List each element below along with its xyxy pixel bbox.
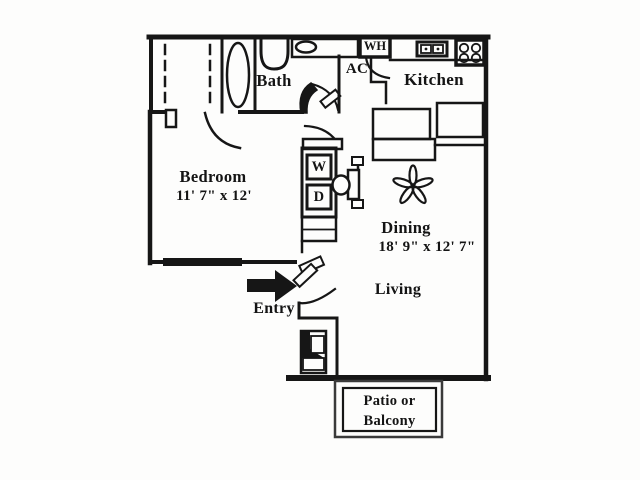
sink-drain xyxy=(436,47,440,51)
bath-label: Bath xyxy=(256,71,292,90)
dining-dimensions: 18' 9" x 12' 7" xyxy=(378,239,476,255)
kitchen-bar-counter-lower xyxy=(371,137,437,162)
bath-sink-icon xyxy=(294,40,318,54)
bedroom-door-arc xyxy=(203,111,242,150)
toilet-icon xyxy=(331,174,351,196)
washer-box xyxy=(305,153,333,181)
washer-label: W xyxy=(311,159,327,175)
patio-label-box xyxy=(341,386,438,433)
patio-label-line2: Balcony xyxy=(363,413,416,429)
burner xyxy=(470,42,482,54)
fireplace-icon xyxy=(299,329,328,375)
patio-label: Patio or Balcony xyxy=(343,391,436,431)
kitchen-sink-icon xyxy=(415,40,449,58)
kitchen-sink-basin xyxy=(420,44,432,54)
entry-label: Entry xyxy=(253,300,295,317)
burner xyxy=(458,42,470,54)
door-jamb xyxy=(164,108,178,129)
dining-label: Dining xyxy=(381,218,431,237)
bathtub-icon xyxy=(225,41,251,109)
fireplace-hearth xyxy=(302,357,325,371)
ac-label: AC xyxy=(345,61,369,77)
entry-arrow-icon xyxy=(247,270,297,302)
wall-cap xyxy=(351,199,364,209)
kitchen-label: Kitchen xyxy=(404,70,464,89)
entry-door-arc xyxy=(297,287,337,305)
water-heater-closet xyxy=(358,35,392,59)
fireplace-firebox xyxy=(310,335,325,354)
patio-outline xyxy=(333,379,444,439)
dryer-label: D xyxy=(313,189,325,205)
refrigerator xyxy=(435,101,485,139)
toilet-icon xyxy=(259,38,290,71)
stove-icon xyxy=(454,38,486,67)
wh-door-arc xyxy=(364,55,391,80)
kitchen-bar-counter xyxy=(371,107,432,141)
bedroom-dimensions: 11' 7" x 12' xyxy=(176,188,252,204)
living-label: Living xyxy=(374,281,422,298)
dryer-box xyxy=(305,183,333,211)
burner xyxy=(458,52,470,64)
bedroom-label: Bedroom xyxy=(179,167,247,186)
burner xyxy=(470,52,482,64)
wall-ac-closet xyxy=(369,55,388,105)
water-heater-label: WH xyxy=(363,39,387,53)
sink-drain xyxy=(424,47,428,51)
wall-cap xyxy=(351,156,364,166)
patio-label-line1: Patio or xyxy=(363,393,416,409)
ceiling-fan-icon xyxy=(392,164,434,205)
entry-door-panel xyxy=(292,262,319,289)
fireplace-flue xyxy=(302,332,324,358)
vanity-counter xyxy=(290,37,360,59)
bath-door-leaf xyxy=(299,82,319,114)
kitchen-sink-basin xyxy=(432,44,444,54)
